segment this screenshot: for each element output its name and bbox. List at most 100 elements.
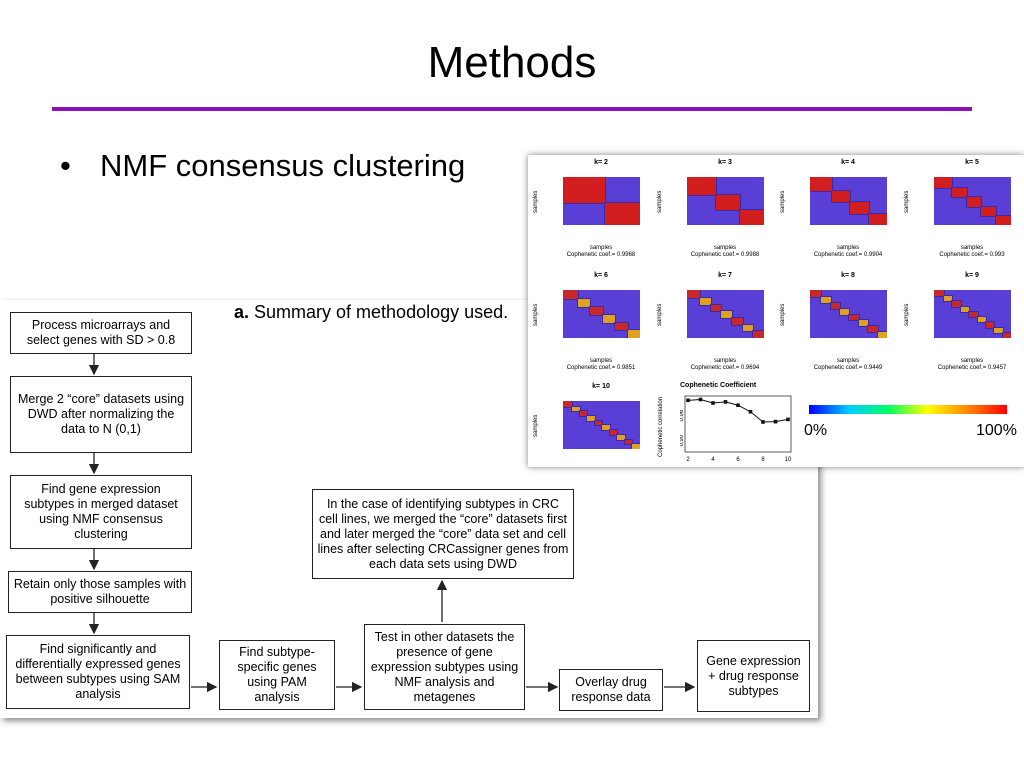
cluster-block [601,424,611,432]
cluster-block [741,323,755,333]
map-xlabel: samples [713,358,737,364]
cluster-block [820,296,832,304]
map-ylabel: samples [533,303,539,326]
cluster-block [576,298,592,308]
cophenetic-coef: Cophenetic coef.= 0.9457 [937,365,1007,371]
y-tick-label: 0.90 [680,434,685,446]
cluster-block [876,331,887,338]
cophenetic-coef: Cophenetic coef.= 0.993 [939,252,1005,258]
cluster-block [571,405,581,413]
series-line [687,398,789,423]
data-point [748,409,753,414]
cophenetic-coef: Cophenetic coef.= 0.9904 [813,252,883,258]
k-title: k= 7 [718,272,732,279]
cluster-block [563,177,606,205]
cluster-block [626,329,640,338]
cluster-block [950,187,968,199]
data-point [786,417,790,422]
title-divider [52,107,972,111]
cluster-block [942,295,954,303]
data-point [711,401,715,405]
map-ylabel: samples [780,190,786,213]
cophenetic-coef: Cophenetic coef.= 0.9988 [690,252,760,258]
map-ylabel: samples [904,190,910,213]
cluster-block [563,290,579,301]
box-crc-cell-lines: In the case of identifying subtypes in C… [312,489,574,579]
map-xlabel: samples [836,245,860,251]
map-xlabel: samples [713,245,737,251]
cophenetic-title: Cophenetic Coefficient [680,382,757,389]
cluster-block [738,209,764,225]
x-tick-label: 8 [761,457,765,463]
cluster-block [623,438,634,446]
consensus-heatmap [810,177,887,225]
cluster-block [951,300,962,308]
k-title: k= 3 [718,159,732,166]
data-point [773,419,778,424]
bullet-text: NMF consensus clustering [100,148,466,183]
cluster-block [608,429,619,436]
cluster-block [563,401,574,408]
cluster-block [857,319,870,328]
map-ylabel: samples [780,303,786,326]
box-gene-drug-subtypes: Gene expression + drug response subtypes [697,640,810,712]
cluster-block [934,177,953,190]
bullet-item: •NMF consensus clustering [60,148,465,184]
map-xlabel: samples [589,245,613,251]
cluster-block [984,321,996,329]
consensus-heatmap [934,290,1011,338]
cluster-block [810,290,823,299]
cluster-block [959,305,971,313]
heading-label: a. [234,302,250,322]
box-find-genes: Find significantly and differentially ex… [6,635,190,709]
consensus-heatmap [563,290,640,338]
y-tick-label: 0.96 [680,409,685,421]
k-title: k= 8 [841,272,855,279]
box-overlay-drug: Overlay drug response data [559,669,663,711]
cluster-block [980,205,998,217]
scale-max-label: 100% [976,422,1017,439]
cluster-block [810,177,833,192]
cluster-block [631,443,640,449]
map-ylabel: samples [657,303,663,326]
k-title: k= 9 [965,272,979,279]
cluster-block [995,214,1011,225]
cluster-block [616,433,626,441]
cluster-block [687,290,701,299]
cluster-block [589,306,604,316]
box-pam-analysis: Find subtype-specific genes using PAM an… [219,640,335,710]
consensus-heatmap [810,290,887,338]
cophenetic-coef: Cophenetic coef.= 0.9968 [566,252,636,258]
cluster-block [752,330,764,338]
cluster-block [601,313,617,324]
box-test-datasets: Test in other datasets the presence of g… [364,624,525,710]
cluster-block [604,202,640,225]
flowchart-heading: a. Summary of methodology used. [234,302,508,323]
cluster-block [839,307,851,316]
k-title: k= 6 [594,272,608,279]
x-tick-label: 10 [785,457,792,463]
box-process-microarrays: Process microarrays and select genes wit… [10,312,192,354]
cluster-block [867,212,887,225]
cluster-block [829,301,842,310]
cluster-block [730,317,744,326]
heading-text: Summary of methodology used. [249,302,509,322]
consensus-heatmap [687,177,764,225]
map-xlabel: samples [836,358,860,364]
map-ylabel: samples [533,190,539,213]
cluster-block [714,194,741,211]
data-point [723,400,728,404]
cluster-block [867,325,879,334]
box-retain-samples: Retain only those samples with positive … [8,571,192,613]
slide-title: Methods [427,38,597,87]
cluster-block [849,201,870,215]
cluster-block [687,177,717,196]
cluster-block [965,196,983,208]
cluster-block [578,410,589,417]
